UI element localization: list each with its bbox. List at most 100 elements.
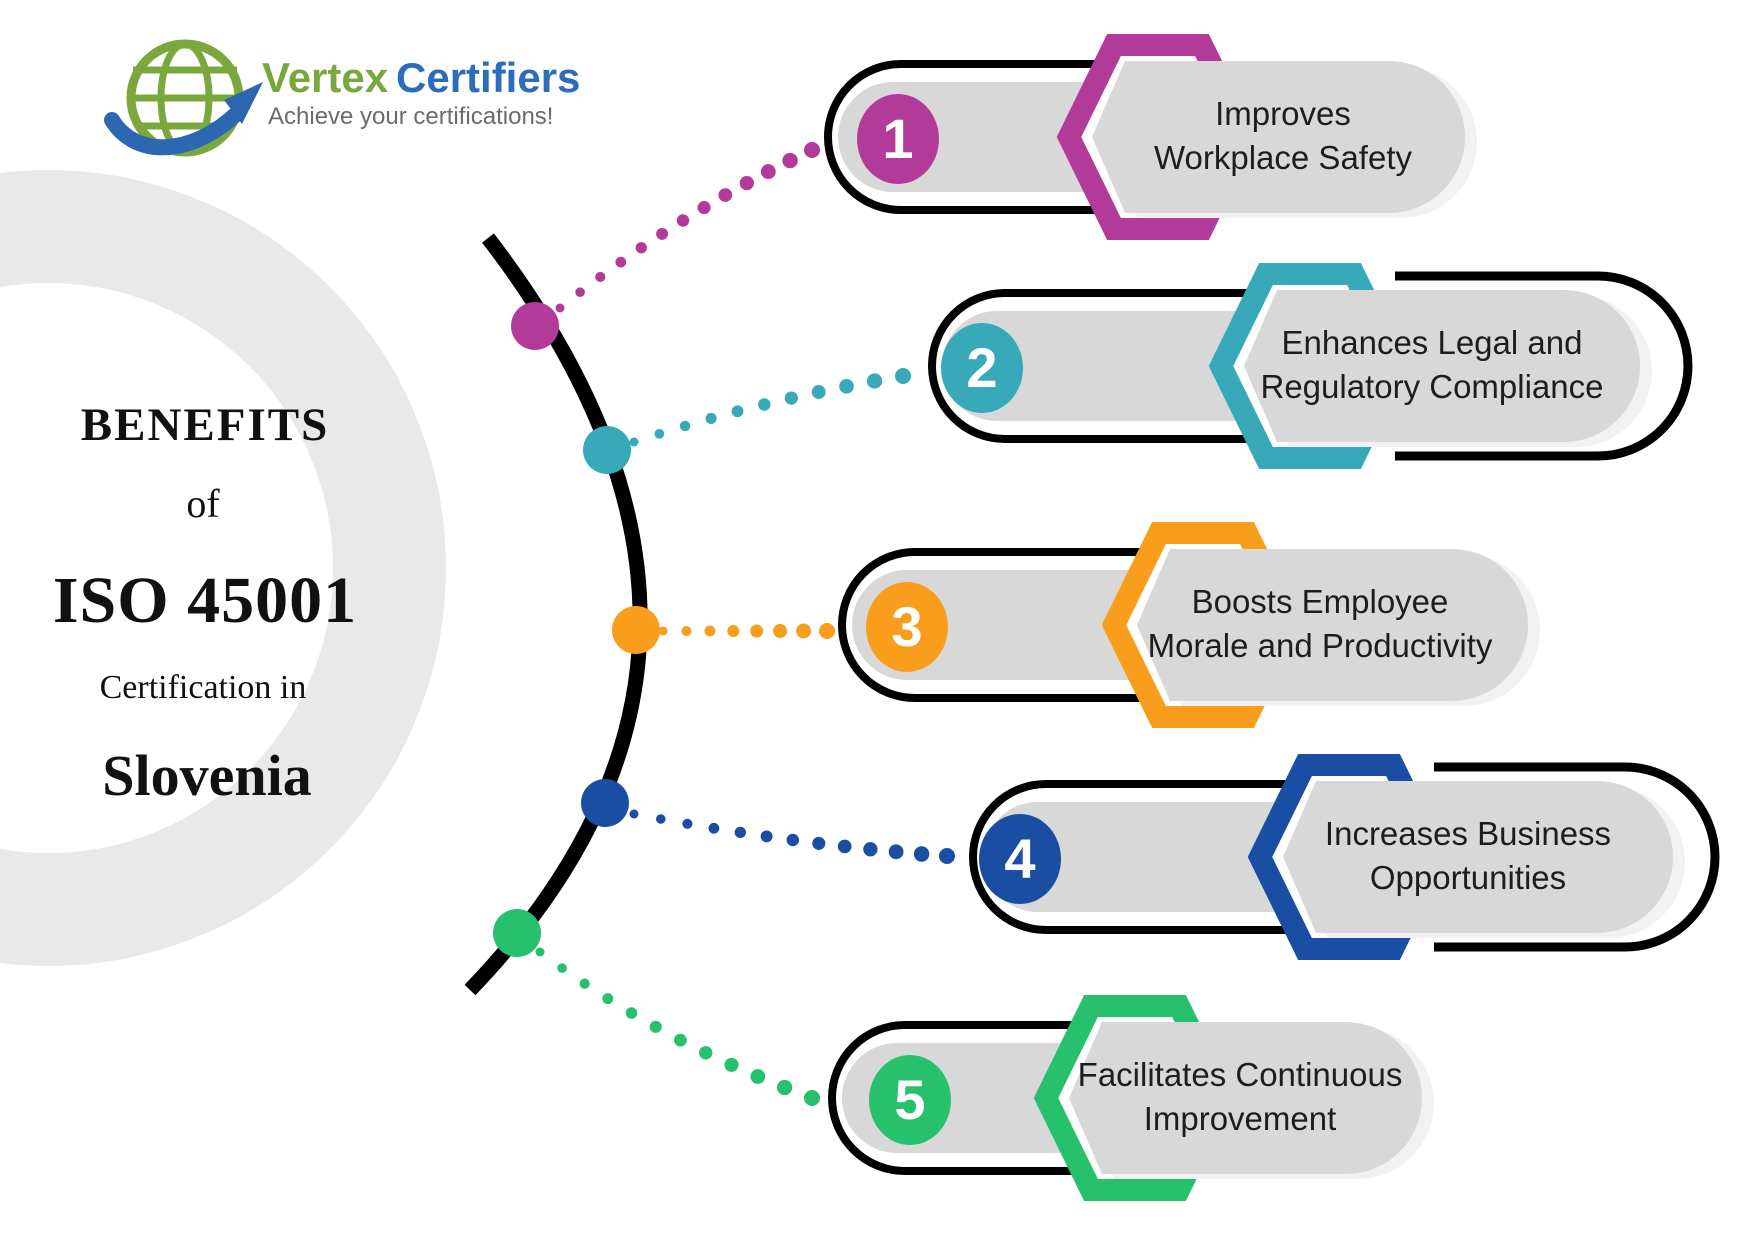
- label-plate: [1244, 290, 1640, 442]
- connector-dot: [866, 373, 883, 389]
- capsule-outline: [828, 1021, 1105, 1175]
- benefit-number-4: 4: [1004, 827, 1035, 890]
- connector-dotted-line-1: [555, 142, 820, 313]
- benefit-label-3-line-1: Boosts Employee: [1192, 583, 1449, 620]
- connector-dot: [812, 836, 826, 850]
- number-badge-2: [941, 323, 1023, 413]
- arc-node-1: [511, 302, 559, 350]
- connector-dot: [602, 993, 614, 1005]
- title-benefits: BENEFITS: [81, 399, 329, 451]
- connector-dot: [796, 623, 812, 639]
- connector-dot: [819, 623, 835, 639]
- capsule-outline: [928, 289, 1280, 443]
- connector-dot: [629, 437, 639, 447]
- title-standard: ISO 45001: [53, 564, 357, 637]
- connector-dot: [654, 428, 665, 439]
- label-plate: [1092, 61, 1465, 213]
- number-badge-5: [869, 1055, 951, 1145]
- arc-node-2: [583, 426, 631, 474]
- connector-dot: [758, 398, 771, 411]
- connector-dotted-line-5: [535, 947, 820, 1106]
- connector-dot: [863, 842, 878, 857]
- connector-dot: [555, 303, 565, 313]
- logo-brand-secondary: Certifiers: [396, 54, 580, 101]
- connector-dot: [786, 833, 800, 847]
- title-certification-in: Certification in: [100, 669, 307, 706]
- connector-dot: [579, 978, 590, 989]
- label-plate: [1283, 781, 1673, 933]
- capsule-outline: [824, 60, 1128, 214]
- title-country: Slovenia: [102, 743, 312, 808]
- connector-dot: [913, 846, 930, 862]
- benefit-label-5-line-1: Facilitates Continuous: [1078, 1056, 1403, 1093]
- connector-dot: [615, 256, 627, 268]
- connector-dot: [704, 625, 716, 637]
- benefit-number-2: 2: [966, 336, 997, 399]
- background-ring: [0, 170, 446, 966]
- arc-node-5: [493, 909, 541, 957]
- connector-dot: [750, 1069, 766, 1084]
- connector-dotted-line-4: [629, 809, 955, 864]
- connector-dot: [804, 142, 820, 158]
- connector-dot: [888, 844, 904, 860]
- connector-dot: [557, 963, 567, 973]
- connector-dot: [708, 822, 720, 834]
- number-badge-3: [866, 582, 948, 672]
- connector-dot: [739, 175, 754, 191]
- connector-dot: [705, 412, 717, 424]
- connector-dot: [773, 624, 788, 638]
- connector-dot: [625, 1007, 638, 1019]
- logo: Vertex Certifiers Achieve your certifica…: [104, 39, 580, 157]
- connector-dot: [575, 287, 585, 297]
- connector-dot: [895, 368, 911, 384]
- arc-node-4: [581, 779, 629, 827]
- benefit-label-2-line-1: Enhances Legal and: [1282, 324, 1583, 361]
- globe-arrow-icon: [104, 39, 263, 157]
- title-block: BENEFITS of ISO 45001 Certification in S…: [53, 399, 357, 808]
- timeline-arc: [464, 233, 648, 996]
- logo-brand-primary: Vertex: [262, 54, 389, 101]
- label-plate: [1137, 549, 1528, 701]
- connector-dot: [718, 188, 733, 202]
- connector-dot: [681, 626, 692, 636]
- benefit-number-3: 3: [891, 595, 922, 658]
- number-badge-4: [979, 814, 1061, 904]
- connector-dot: [656, 814, 666, 824]
- connector-dot: [697, 201, 711, 215]
- label-plate: [1069, 1022, 1422, 1174]
- connector-dot: [676, 214, 690, 227]
- connector-dot: [776, 1079, 793, 1096]
- connector-dot: [649, 1020, 662, 1033]
- benefit-label-1-line-1: Improves: [1215, 95, 1351, 132]
- connector-dot: [635, 242, 647, 254]
- connector-dot: [939, 848, 955, 864]
- connector-dot: [837, 839, 852, 854]
- number-badge-1: [857, 94, 939, 184]
- benefit-label-2-line-2: Regulatory Compliance: [1260, 368, 1603, 405]
- connector-dot: [535, 947, 545, 957]
- connector-dot: [698, 1046, 713, 1060]
- logo-tagline: Achieve your certifications!: [268, 103, 553, 130]
- connector-dotted-line-2: [629, 368, 911, 447]
- number-capsule-bar: [942, 311, 1310, 421]
- benefit-label-4-line-1: Increases Business: [1325, 815, 1611, 852]
- connector-dot: [782, 152, 798, 169]
- label-outline: [1395, 271, 1693, 461]
- benefit-label-3-line-2: Morale and Productivity: [1148, 627, 1493, 664]
- connector-dotted-line-3: [658, 623, 835, 639]
- connector-dot: [658, 626, 668, 636]
- connector-dot: [750, 624, 764, 638]
- connector-dot: [760, 164, 776, 180]
- connector-dot: [679, 420, 691, 432]
- benefit-label-4-line-2: Opportunities: [1370, 859, 1566, 896]
- connector-dot: [682, 818, 693, 829]
- connector-dot: [724, 1057, 739, 1072]
